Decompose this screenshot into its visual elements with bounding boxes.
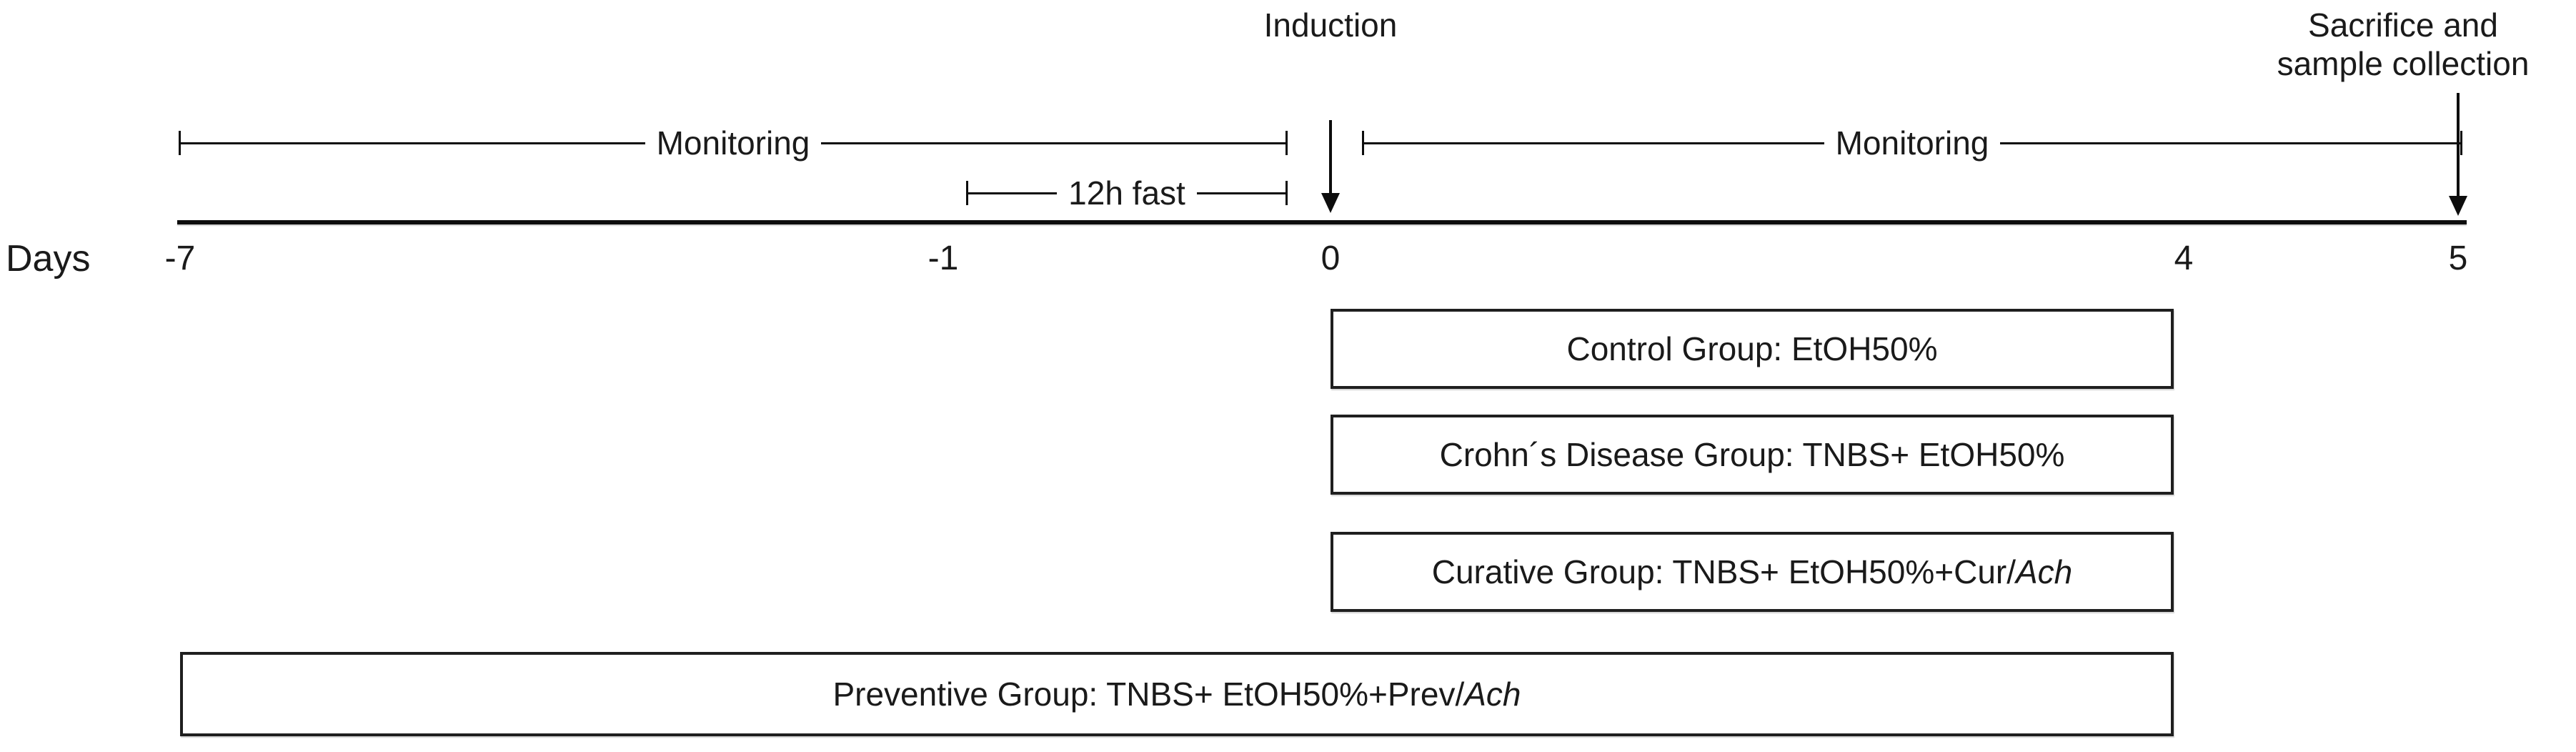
bracket-label-monitoring-pre: Monitoring [645, 123, 822, 163]
group-label-prefix: Control Group: EtOH50% [1566, 330, 1938, 367]
bracket-cap-right [1285, 131, 1288, 155]
bracket-label-monitoring-post: Monitoring [1824, 123, 2001, 163]
arrow-head [1321, 193, 1340, 213]
time-axis-line [177, 220, 2467, 224]
bracket-monitoring-pre: Monitoring [179, 123, 1288, 163]
induction-callout-label: Induction [1263, 6, 1398, 44]
bracket-cap-left [966, 181, 968, 205]
bracket-cap-right [1285, 181, 1288, 205]
group-box-curative-group[interactable]: Curative Group: TNBS+ EtOH50%+Cur/Ach [1331, 532, 2174, 612]
group-box-control-group[interactable]: Control Group: EtOH50% [1331, 309, 2174, 389]
group-box-crohns-disease-group[interactable]: Crohn´s Disease Group: TNBS+ EtOH50% [1331, 415, 2174, 495]
group-label-crohns: Crohn´s Disease Group: TNBS+ EtOH50% [1440, 435, 2065, 474]
group-label-italic: Ach [2016, 553, 2073, 590]
bracket-label-12h-fast: 12h fast [1057, 173, 1197, 213]
group-label-preventive: Preventive Group: TNBS+ EtOH50%+Prev/Ach [832, 675, 1521, 713]
bracket-rule-left [968, 192, 1058, 194]
tick-label-day-4: 4 [2174, 239, 2194, 277]
sacrifice-callout-label-line2: sample collection [2277, 45, 2530, 82]
group-label-control: Control Group: EtOH50% [1566, 330, 1937, 368]
group-label-prefix: Preventive Group: TNBS+ EtOH50%+Prev/ [832, 676, 1465, 713]
arrow-head [2449, 196, 2467, 216]
bracket-monitoring-post: Monitoring [1362, 123, 2462, 163]
bracket-12h-fast: 12h fast [966, 173, 1288, 213]
group-label-prefix: Crohn´s Disease Group: TNBS+ EtOH50% [1439, 436, 2065, 473]
tick-label-day-minus7: -7 [164, 239, 196, 277]
axis-title-days: Days [6, 238, 91, 279]
tick-label-day-0: 0 [1321, 239, 1341, 277]
tick-label-day-5: 5 [2448, 239, 2468, 277]
group-label-curative: Curative Group: TNBS+ EtOH50%+Cur/Ach [1432, 553, 2073, 591]
bracket-rule-left [1364, 142, 1824, 144]
bracket-cap-left [179, 131, 181, 155]
arrow-shaft [2457, 93, 2460, 196]
bracket-rule-left [181, 142, 645, 144]
bracket-rule-right [821, 142, 1285, 144]
group-box-preventive-group[interactable]: Preventive Group: TNBS+ EtOH50%+Prev/Ach [180, 652, 2174, 736]
induction-down-arrow-icon [1321, 120, 1340, 213]
bracket-rule-right [1196, 192, 1285, 194]
bracket-cap-right [2460, 131, 2462, 155]
sacrifice-callout-label-line1: Sacrifice and [2308, 6, 2498, 44]
group-label-prefix: Curative Group: TNBS+ EtOH50%+Cur/ [1431, 553, 2016, 590]
bracket-cap-left [1362, 131, 1364, 155]
bracket-rule-right [2000, 142, 2460, 144]
sacrifice-down-arrow-icon [2449, 93, 2467, 216]
arrow-shaft [1329, 120, 1332, 193]
group-label-italic: Ach [1464, 676, 1521, 713]
tick-label-day-minus1: -1 [928, 239, 959, 277]
